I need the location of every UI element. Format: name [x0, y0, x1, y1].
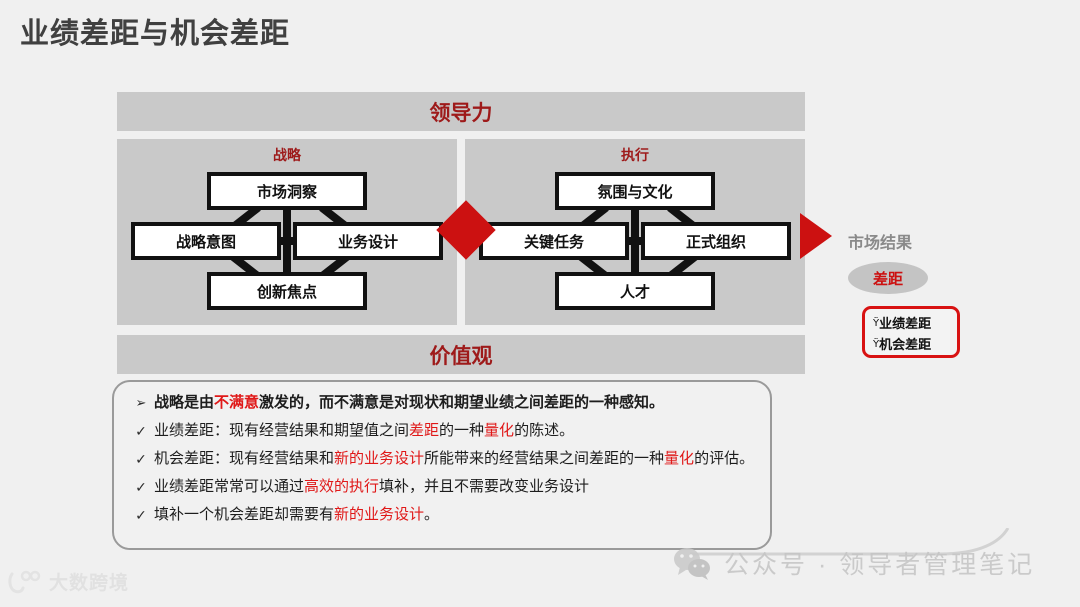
notes-bullet-row: ✓ 业绩差距常常可以通过高效的执行填补，并且不需要改变业务设计: [128, 474, 758, 500]
watermark-right: 公众号 · 领导者管理笔记: [672, 545, 1035, 581]
gap-list-item: Ÿ业绩差距: [873, 313, 953, 334]
page-title: 业绩差距与机会差距: [20, 18, 291, 50]
node-key-tasks[interactable]: 关键任务: [479, 222, 629, 260]
leadership-label: 领导力: [429, 101, 493, 125]
check-bullet-icon: ✓: [135, 507, 147, 523]
notes-card: ➢ 战略是由不满意激发的，而不满意是对现状和期望业绩之间差距的一种感知。 ✓ 业…: [112, 380, 772, 550]
execution-connector-horizontal: [623, 237, 647, 245]
right-arrow-icon: [800, 213, 832, 259]
watermark-left: 大数跨境: [8, 568, 129, 595]
text-segment-highlight: 新的业务设计: [334, 450, 425, 467]
gap-list-item: Ÿ机会差距: [873, 334, 953, 355]
text-segment: 。: [424, 506, 440, 523]
gap-label: 差距: [872, 270, 903, 288]
text-segment-highlight: 高效的执行: [304, 478, 380, 495]
blm-framework: 领导力 战略 市场洞察 战略意图 业务设计 创新焦点 执行 氛围与文化: [117, 92, 805, 374]
notes-bullet-text: 业绩差距：现有经营结果和期望值之间差距的一种量化的陈述。: [154, 418, 574, 444]
notes-bullet-text: 业绩差距常常可以通过高效的执行填补，并且不需要改变业务设计: [154, 474, 589, 500]
text-segment-highlight: 不满意: [214, 394, 260, 411]
check-bullet-icon: ✓: [135, 423, 147, 439]
arrow-bullet-icon: ➢: [135, 395, 147, 410]
text-segment: 的陈述。: [514, 422, 575, 439]
text-segment-highlight: 量化: [664, 450, 695, 467]
notes-bullet-text: 机会差距：现有经营结果和新的业务设计所能带来的经营结果之间差距的一种量化的评估。: [154, 446, 754, 472]
text-segment: 机会差距：现有经营结果和: [154, 450, 335, 467]
values-band: 价值观: [117, 335, 805, 374]
execution-panel: 执行 氛围与文化 关键任务 正式组织 人才: [465, 139, 805, 325]
market-result-label: 市场结果: [848, 235, 913, 252]
text-segment-highlight: 差距: [409, 422, 440, 439]
wechat-icon: [674, 548, 710, 580]
watermark-right-text: 公众号 · 领导者管理笔记: [724, 551, 1036, 579]
execution-title: 执行: [621, 147, 649, 163]
text-segment: 填补，并且不需要改变业务设计: [379, 478, 590, 495]
text-segment: 的一种: [439, 422, 485, 439]
notes-bullet-text: 填补一个机会差距却需要有新的业务设计。: [154, 502, 439, 528]
node-innovation-focus[interactable]: 创新焦点: [207, 272, 367, 310]
node-market-insight[interactable]: 市场洞察: [207, 172, 367, 210]
strategy-panel: 战略 市场洞察 战略意图 业务设计 创新焦点: [117, 139, 457, 325]
gap-item-label: 机会差距: [879, 337, 932, 352]
check-bullet-icon: ✓: [135, 451, 147, 467]
values-label: 价值观: [429, 344, 493, 368]
text-segment-highlight: 新的业务设计: [334, 506, 425, 523]
text-segment: 填补一个机会差距却需要有: [154, 506, 335, 523]
gap-ellipse: 差距: [848, 262, 928, 294]
strategy-connector-horizontal: [275, 237, 299, 245]
gap-bullet-icon: Ÿ: [873, 318, 880, 329]
text-segment: 战略是由: [154, 394, 215, 411]
leadership-band: 领导力: [117, 92, 805, 131]
gap-item-label: 业绩差距: [879, 316, 932, 331]
text-segment: 业绩差距：现有经营结果和期望值之间: [154, 422, 410, 439]
notes-bullet-row: ✓ 机会差距：现有经营结果和新的业务设计所能带来的经营结果之间差距的一种量化的评…: [128, 446, 758, 472]
gap-list-box: Ÿ业绩差距 Ÿ机会差距: [862, 306, 960, 358]
text-segment: 业绩差距常常可以通过: [154, 478, 305, 495]
node-formal-organization[interactable]: 正式组织: [641, 222, 791, 260]
node-climate-culture[interactable]: 氛围与文化: [555, 172, 715, 210]
node-business-design[interactable]: 业务设计: [293, 222, 443, 260]
dashu-logo-svg: [8, 570, 41, 593]
dashu-logo-icon: [8, 570, 42, 594]
text-segment: 的评估。: [694, 450, 755, 467]
text-segment: 所能带来的经营结果之间差距的一种: [424, 450, 665, 467]
notes-bullet-row: ✓ 业绩差距：现有经营结果和期望值之间差距的一种量化的陈述。: [128, 418, 758, 444]
strategy-title: 战略: [273, 147, 301, 163]
watermark-left-text: 大数跨境: [49, 573, 130, 594]
notes-bullet-text: 战略是由不满意激发的，而不满意是对现状和期望业绩之间差距的一种感知。: [154, 390, 664, 416]
text-segment-highlight: 量化: [484, 422, 515, 439]
node-strategic-intent[interactable]: 战略意图: [131, 222, 281, 260]
notes-bullet-row: ✓ 填补一个机会差距却需要有新的业务设计。: [128, 502, 758, 528]
gap-bullet-icon: Ÿ: [873, 339, 880, 350]
notes-bullet-row: ➢ 战略是由不满意激发的，而不满意是对现状和期望业绩之间差距的一种感知。: [128, 390, 758, 416]
node-talent[interactable]: 人才: [555, 272, 715, 310]
text-segment: 激发的，而不满意是对现状和期望业绩之间差距的一种感知。: [259, 394, 665, 411]
check-bullet-icon: ✓: [135, 479, 147, 495]
